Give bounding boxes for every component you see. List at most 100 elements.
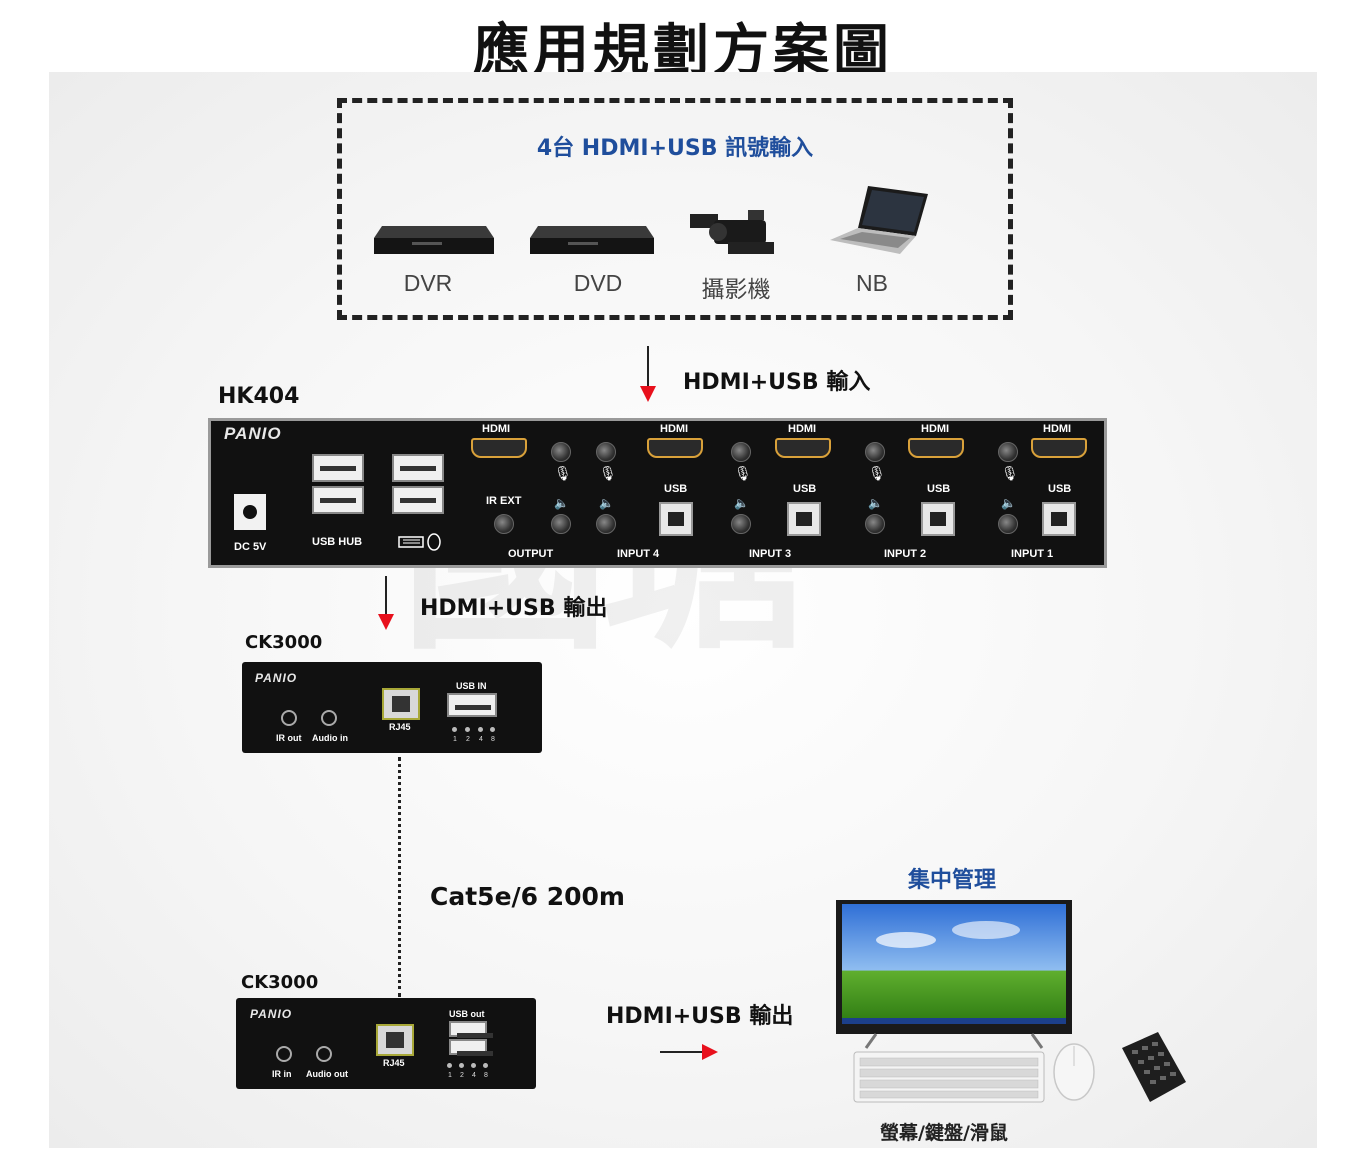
- led-label-1: 1: [448, 1072, 452, 1079]
- output-audio-jack: [551, 514, 571, 534]
- final-output-arrow: [660, 1044, 718, 1060]
- led-label-4: 4: [472, 1072, 476, 1079]
- switch-brand-logo: PANIO: [224, 424, 282, 443]
- rj45-label: RJ45: [383, 1058, 405, 1068]
- laptop-icon: [830, 186, 928, 254]
- mouse-icon: [1053, 1043, 1095, 1101]
- input2-mic-jack: [865, 442, 885, 462]
- input-arrow: [640, 346, 656, 402]
- usb-hub-port-1: [312, 454, 364, 482]
- microphone-icon: 🎙: [1001, 465, 1019, 481]
- cable-label: Cat5e/6 200m: [430, 882, 625, 911]
- input-label: HDMI+USB 輸入: [683, 370, 871, 395]
- output-mic-jack: [551, 442, 571, 462]
- usb-b-port-input3: [787, 502, 821, 536]
- audio-in-label: Audio in: [312, 733, 348, 743]
- source-devices-box: [337, 98, 1013, 320]
- input3-mic-jack: [731, 442, 751, 462]
- led-4: [471, 1063, 476, 1068]
- microphone-icon: 🎙: [734, 465, 752, 481]
- audio-out-label: Audio out: [306, 1069, 348, 1079]
- management-title: 集中管理: [908, 868, 997, 893]
- diagram-background: [49, 72, 1317, 1148]
- hdmi-label-output: HDMI: [482, 423, 511, 435]
- peripherals-caption: 螢幕/鍵盤/滑鼠: [880, 1122, 1008, 1144]
- receiver-model-label: CK3000: [241, 972, 319, 993]
- hdmi-port-input1: [1031, 438, 1087, 458]
- input4-audio-jack: [596, 514, 616, 534]
- usb-label-input3: USB: [793, 483, 817, 495]
- usb-b-port-input2: [921, 502, 955, 536]
- ir-in-label: IR in: [272, 1069, 292, 1079]
- usb-b-port-input1: [1042, 502, 1076, 536]
- input2-audio-jack: [865, 514, 885, 534]
- transmitter-brand-logo: PANIO: [255, 671, 298, 685]
- hdmi-port-input2: [908, 438, 964, 458]
- audio-in-jack: [321, 710, 337, 726]
- receiver-brand-logo: PANIO: [250, 1007, 293, 1021]
- speaker-icon: 🔈: [554, 496, 569, 510]
- usb-in-label: USB IN: [456, 681, 487, 691]
- usb-b-port-input4: [659, 502, 693, 536]
- led-1: [452, 727, 457, 732]
- port-label-input3: INPUT 3: [749, 548, 792, 560]
- monitor-icon: [836, 900, 1072, 1049]
- cat-cable-line: [398, 757, 401, 997]
- ir-ext-label: IR EXT: [486, 495, 522, 507]
- led-label-4: 4: [479, 736, 483, 743]
- audio-out-jack: [316, 1046, 332, 1062]
- microphone-icon: 🎙: [868, 465, 886, 481]
- switch-model-label: HK404: [218, 384, 300, 409]
- led-label-2: 2: [466, 736, 470, 743]
- hdmi-port-output: [471, 438, 527, 458]
- speaker-icon: 🔈: [868, 496, 883, 510]
- ir-ext-jack: [494, 514, 514, 534]
- rj45-label: RJ45: [389, 722, 411, 732]
- dvd-player-icon: [530, 226, 654, 254]
- usb-label-input2: USB: [927, 483, 951, 495]
- usb-out-port-1: [449, 1021, 493, 1038]
- usb-hub-label: USB HUB: [312, 536, 363, 548]
- input4-mic-jack: [596, 442, 616, 462]
- led-8: [483, 1063, 488, 1068]
- camcorder-icon: [690, 210, 774, 254]
- speaker-icon: 🔈: [734, 496, 749, 510]
- usb-label-input4: USB: [664, 483, 688, 495]
- input1-audio-jack: [998, 514, 1018, 534]
- led-2: [465, 727, 470, 732]
- output-label: HDMI+USB 輸出: [420, 596, 608, 621]
- led-2: [459, 1063, 464, 1068]
- hdmi-port-input3: [775, 438, 831, 458]
- led-1: [447, 1063, 452, 1068]
- port-label-output: OUTPUT: [508, 548, 554, 560]
- hdmi-label-input2: HDMI: [921, 423, 950, 435]
- usb-out-port-2: [449, 1039, 493, 1056]
- ir-out-label: IR out: [276, 733, 302, 743]
- usb-hub-port-2: [312, 486, 364, 514]
- ir-in-jack: [276, 1046, 292, 1062]
- keyboard-icon: [853, 1051, 1045, 1103]
- source-box-title: 4台 HDMI+USB 訊號輸入: [536, 136, 814, 161]
- dc-power-port: [234, 494, 266, 530]
- device-label-dvd: DVD: [573, 270, 623, 296]
- input1-mic-jack: [998, 442, 1018, 462]
- hdmi-label-input4: HDMI: [660, 423, 689, 435]
- port-label-input2: INPUT 2: [884, 548, 927, 560]
- usb-label-input1: USB: [1048, 483, 1072, 495]
- speaker-icon: 🔈: [1001, 496, 1016, 510]
- led-label-2: 2: [460, 1072, 464, 1079]
- microphone-icon: 🎙: [554, 465, 572, 481]
- port-label-input4: INPUT 4: [617, 548, 660, 560]
- device-label-camcorder: 攝影機: [701, 276, 771, 302]
- transmitter-model-label: CK3000: [245, 632, 323, 653]
- device-label-dvr: DVR: [403, 270, 453, 296]
- led-label-8: 8: [484, 1072, 488, 1079]
- dc-label: DC 5V: [234, 541, 267, 553]
- device-label-nb: NB: [856, 270, 888, 296]
- led-label-1: 1: [453, 736, 457, 743]
- led-4: [478, 727, 483, 732]
- final-output-label: HDMI+USB 輸出: [606, 1004, 794, 1029]
- usb-in-port: [447, 693, 497, 717]
- port-label-input1: INPUT 1: [1011, 548, 1054, 560]
- input3-audio-jack: [731, 514, 751, 534]
